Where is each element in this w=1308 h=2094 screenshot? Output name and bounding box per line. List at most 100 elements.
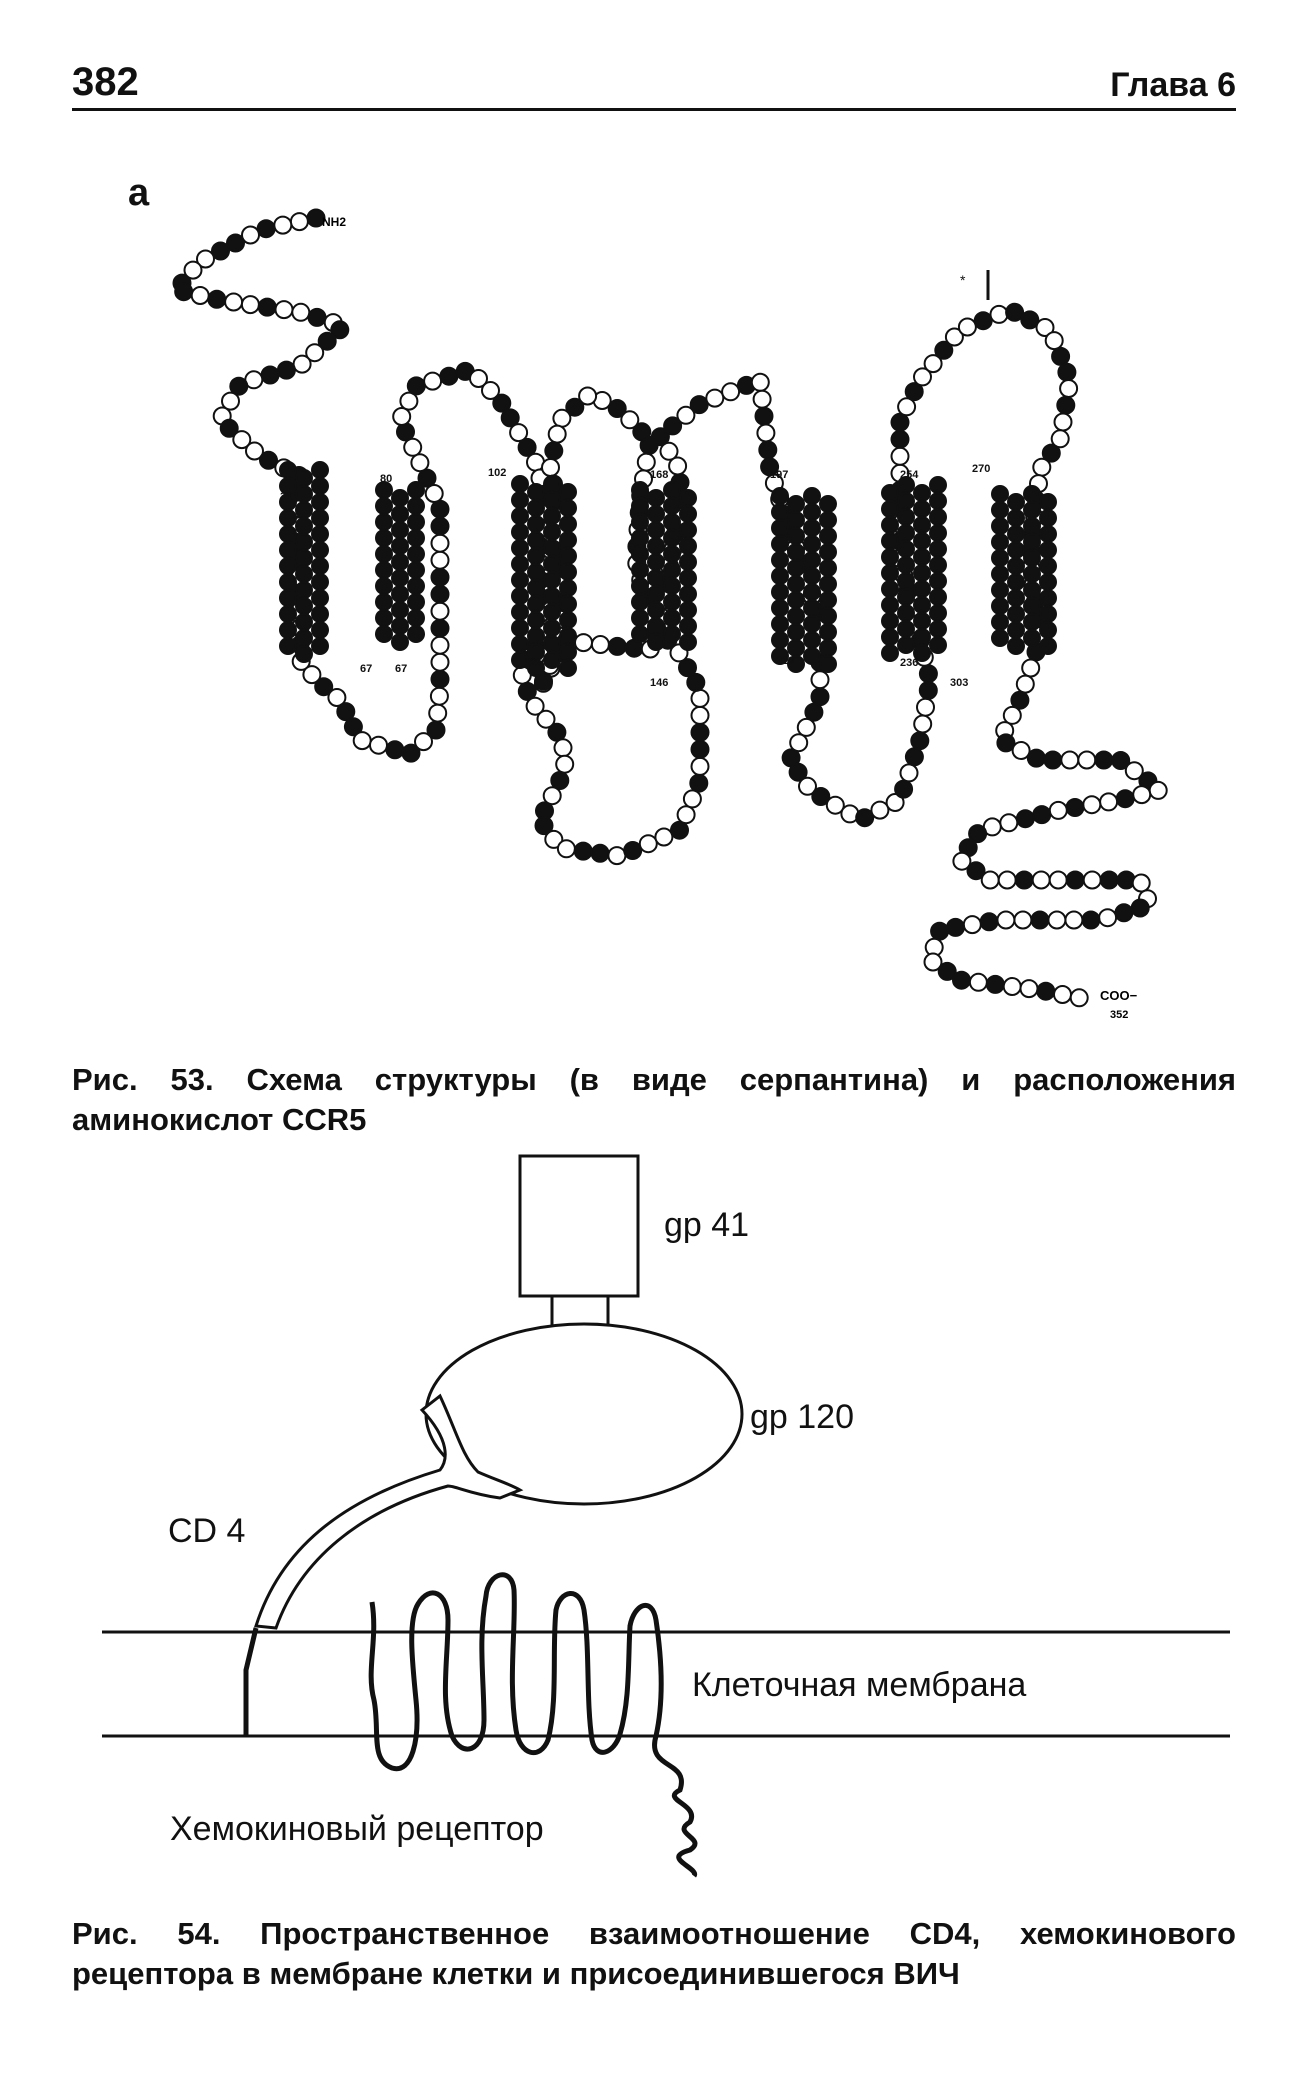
page-number: 382 — [72, 60, 139, 104]
amino-acid-bead — [934, 340, 954, 360]
amino-acid-bead — [500, 408, 520, 428]
amino-acid-bead — [705, 388, 725, 408]
chapter-title: Глава 6 — [1110, 66, 1236, 104]
amino-acid-bead — [689, 395, 709, 415]
amino-acid-bead — [183, 260, 203, 280]
amino-acid-bead — [966, 861, 986, 881]
amino-acid-bead — [492, 393, 512, 413]
amino-acid-bead — [811, 787, 831, 806]
svg-text:*: * — [960, 272, 966, 288]
amino-acid-bead — [578, 386, 598, 406]
figure54-caption: Рис. 54. Пространственное взаимоотношени… — [72, 1916, 1236, 1991]
position-label: 102 — [488, 467, 506, 479]
position-label: 219 — [776, 655, 794, 667]
gp41-box — [518, 1154, 640, 1298]
amino-acid-bead — [670, 820, 689, 840]
helix-bead — [631, 625, 649, 643]
helix-bead — [559, 659, 577, 677]
amino-acid-bead — [973, 311, 993, 331]
amino-acid-bead — [686, 672, 706, 692]
amino-acid-bead — [343, 717, 363, 737]
helix-bead — [663, 625, 681, 643]
cd4-molecule — [254, 1393, 524, 1630]
helix-bead — [881, 644, 899, 662]
amino-acid-bead — [607, 399, 627, 418]
amino-acid-bead — [392, 407, 412, 426]
amino-acid-bead — [403, 437, 423, 457]
amino-acid-bead — [196, 249, 215, 269]
amino-acid-bead — [870, 800, 890, 820]
position-label: 80 — [380, 473, 392, 485]
amino-acid-bead — [855, 808, 875, 828]
helix-bead — [913, 644, 931, 662]
header-rule — [72, 108, 1236, 111]
helix-bead — [803, 647, 821, 665]
helix-bead — [511, 651, 529, 669]
amino-acid-bead — [417, 468, 437, 488]
helix-bead — [407, 625, 425, 643]
amino-acid-bead — [221, 391, 240, 411]
amino-acid-bead — [565, 397, 585, 417]
amino-acid-bead — [682, 789, 702, 809]
position-label: 236 — [900, 657, 918, 669]
amino-acid-bead — [229, 376, 249, 396]
helix-bead — [295, 645, 313, 663]
amino-acid-bead — [327, 688, 347, 707]
amino-acid-bead — [944, 327, 964, 347]
amino-acid-bead — [1010, 690, 1030, 710]
helix-bead — [1007, 637, 1025, 655]
amino-acid-bead — [798, 776, 817, 796]
c-terminus-label: COO− — [1100, 988, 1138, 1003]
amino-acid-bead — [302, 665, 322, 685]
glycosylation-marker: * — [960, 270, 990, 300]
amino-acid-bead — [659, 441, 679, 461]
amino-acid-bead — [414, 732, 433, 752]
amino-acid-bead — [317, 331, 337, 351]
amino-acid-bead — [517, 681, 537, 701]
amino-acid-bead — [1069, 988, 1089, 1008]
helix-bead — [819, 655, 837, 673]
amino-acid-bead — [410, 453, 430, 473]
helix-bead — [929, 636, 947, 654]
figure53-caption: Рис. 53. Схема структуры (в виде серпант… — [72, 1062, 1236, 1137]
position-label: 125 — [524, 657, 542, 669]
n-terminus-label: NH2 — [322, 215, 346, 229]
amino-acid-bead — [1111, 751, 1131, 770]
helix-bead — [279, 637, 297, 655]
amino-acid-bead — [654, 827, 674, 847]
cd4-anchor — [243, 1627, 259, 1736]
figure53-panel-label: а — [128, 172, 150, 214]
amino-acid-bead — [226, 233, 245, 253]
amino-acid-bead — [904, 382, 924, 402]
amino-acid-bead — [650, 427, 670, 447]
amino-acid-bead — [913, 367, 932, 387]
amino-acid-bead — [668, 456, 688, 476]
amino-acid-bead — [788, 762, 808, 782]
amino-acid-bead — [996, 733, 1016, 753]
helix-bead — [1039, 637, 1057, 655]
amino-acid-bead — [952, 851, 972, 871]
amino-acid-bead — [620, 410, 640, 430]
amino-acid-bead — [721, 382, 741, 402]
amino-acid-bead — [401, 743, 421, 763]
amino-acid-bead — [550, 771, 570, 790]
amino-acid-bead — [676, 405, 696, 425]
amino-acid-bead — [638, 834, 658, 854]
position-label: 31 — [280, 491, 292, 503]
amino-acid-bead — [1005, 302, 1025, 322]
amino-acid-bead — [469, 369, 488, 388]
helix-bead — [679, 633, 697, 651]
amino-acid-bead — [923, 354, 943, 374]
amino-acid-bead — [259, 450, 278, 470]
gp120-label: gp 120 — [750, 1398, 854, 1436]
amino-acid-chain — [172, 208, 1168, 1008]
amino-acid-bead — [890, 412, 910, 432]
amino-acid-bead — [1131, 873, 1151, 893]
amino-acid-bead — [219, 418, 239, 438]
amino-acid-bead — [897, 397, 917, 417]
position-label: 270 — [972, 463, 990, 475]
amino-acid-bead — [923, 952, 943, 972]
amino-acid-bead — [623, 841, 643, 860]
